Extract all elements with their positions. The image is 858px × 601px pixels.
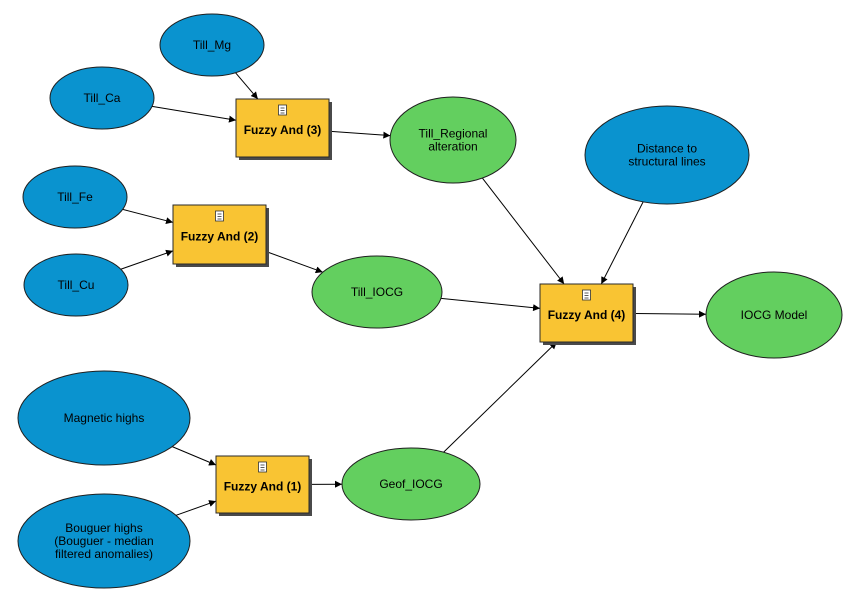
connector-till-regional-to-fuzzy-and-4[interactable] — [481, 177, 565, 285]
node-label: Distance to — [637, 142, 697, 156]
tool-icon — [582, 289, 591, 301]
node-label: Till_Fe — [57, 190, 93, 204]
connection — [122, 208, 174, 225]
tool-label: Fuzzy And (2) — [181, 230, 259, 244]
node-ellipse — [23, 253, 129, 317]
node-ellipse — [389, 96, 517, 184]
tool-fuzzy-and-3[interactable]: Fuzzy And (3) — [235, 98, 332, 160]
connection — [443, 341, 558, 453]
connection — [120, 249, 174, 270]
connector-till-iocg-to-fuzzy-and-4[interactable] — [440, 297, 541, 312]
node-label: Bouguer highs — [65, 521, 142, 535]
node-label: Geof_IOCG — [379, 477, 442, 491]
connection — [235, 72, 259, 100]
connector-till-ca-to-fuzzy-and-3[interactable] — [152, 105, 237, 123]
connection — [481, 177, 565, 285]
node-label: Till_Ca — [84, 91, 121, 105]
connector-geof-iocg-to-fuzzy-and-4[interactable] — [443, 341, 558, 453]
connection — [152, 105, 237, 123]
input-data-magnetic-highs[interactable]: Magnetic highs — [17, 370, 191, 466]
node-label: Till_Regional — [419, 127, 488, 141]
derived-output-geof-iocg[interactable]: Geof_IOCG — [341, 447, 481, 521]
node-label: filtered anomalies) — [55, 547, 153, 561]
node-ellipse — [22, 165, 128, 229]
connector-magnetic-highs-to-fuzzy-and-1[interactable] — [172, 446, 217, 466]
node-ellipse — [17, 493, 191, 589]
tool-icon — [278, 104, 287, 116]
connector-till-mg-to-fuzzy-and-3[interactable] — [235, 72, 259, 100]
node-label: Till_Cu — [58, 278, 95, 292]
input-data-till-ca[interactable]: Till_Ca — [49, 66, 155, 130]
connector-till-fe-to-fuzzy-and-2[interactable] — [122, 208, 174, 225]
connection — [172, 446, 217, 466]
tool-label: Fuzzy And (4) — [548, 308, 626, 322]
input-data-till-mg[interactable]: Till_Mg — [159, 13, 265, 77]
node-ellipse — [341, 447, 481, 521]
connections — [120, 72, 707, 516]
input-data-till-cu[interactable]: Till_Cu — [23, 253, 129, 317]
node-label: Till_Mg — [193, 38, 231, 52]
node-ellipse — [584, 105, 750, 205]
node-label: Till_IOCG — [351, 285, 403, 299]
connector-bouguer-highs-to-fuzzy-and-1[interactable] — [175, 500, 217, 516]
tool-fuzzy-and-2[interactable]: Fuzzy And (2) — [172, 204, 269, 267]
connection — [328, 130, 391, 139]
connection — [600, 201, 644, 285]
connection — [632, 310, 707, 318]
tool-fuzzy-and-4[interactable]: Fuzzy And (4) — [539, 283, 636, 345]
connection — [175, 500, 217, 516]
tool-icon — [258, 461, 267, 473]
derived-output-iocg-model[interactable]: IOCG Model — [705, 271, 843, 359]
node-label: alteration — [428, 140, 477, 154]
tool-fuzzy-and-1[interactable]: Fuzzy And (1) — [215, 455, 312, 516]
node-label: IOCG Model — [741, 308, 808, 322]
connector-distance-structural-to-fuzzy-and-4[interactable] — [600, 201, 644, 285]
connector-fuzzy-and-2-to-till-iocg[interactable] — [265, 251, 323, 274]
tool-label: Fuzzy And (1) — [224, 480, 302, 494]
connection — [440, 297, 541, 312]
connector-fuzzy-and-3-to-till-regional[interactable] — [328, 130, 391, 139]
tool-icon — [215, 210, 224, 222]
node-label: Magnetic highs — [64, 411, 145, 425]
node-ellipse — [705, 271, 843, 359]
node-ellipse — [311, 255, 443, 329]
derived-output-till-iocg[interactable]: Till_IOCG — [311, 255, 443, 329]
node-ellipse — [159, 13, 265, 77]
connection — [265, 251, 323, 274]
node-ellipse — [49, 66, 155, 130]
tool-label: Fuzzy And (3) — [244, 123, 322, 137]
node-label: structural lines — [628, 155, 705, 169]
connector-fuzzy-and-4-to-iocg-model[interactable] — [632, 310, 707, 318]
connector-till-cu-to-fuzzy-and-2[interactable] — [120, 249, 174, 270]
input-data-till-fe[interactable]: Till_Fe — [22, 165, 128, 229]
node-ellipse — [17, 370, 191, 466]
node-label: (Bouguer - median — [54, 534, 153, 548]
